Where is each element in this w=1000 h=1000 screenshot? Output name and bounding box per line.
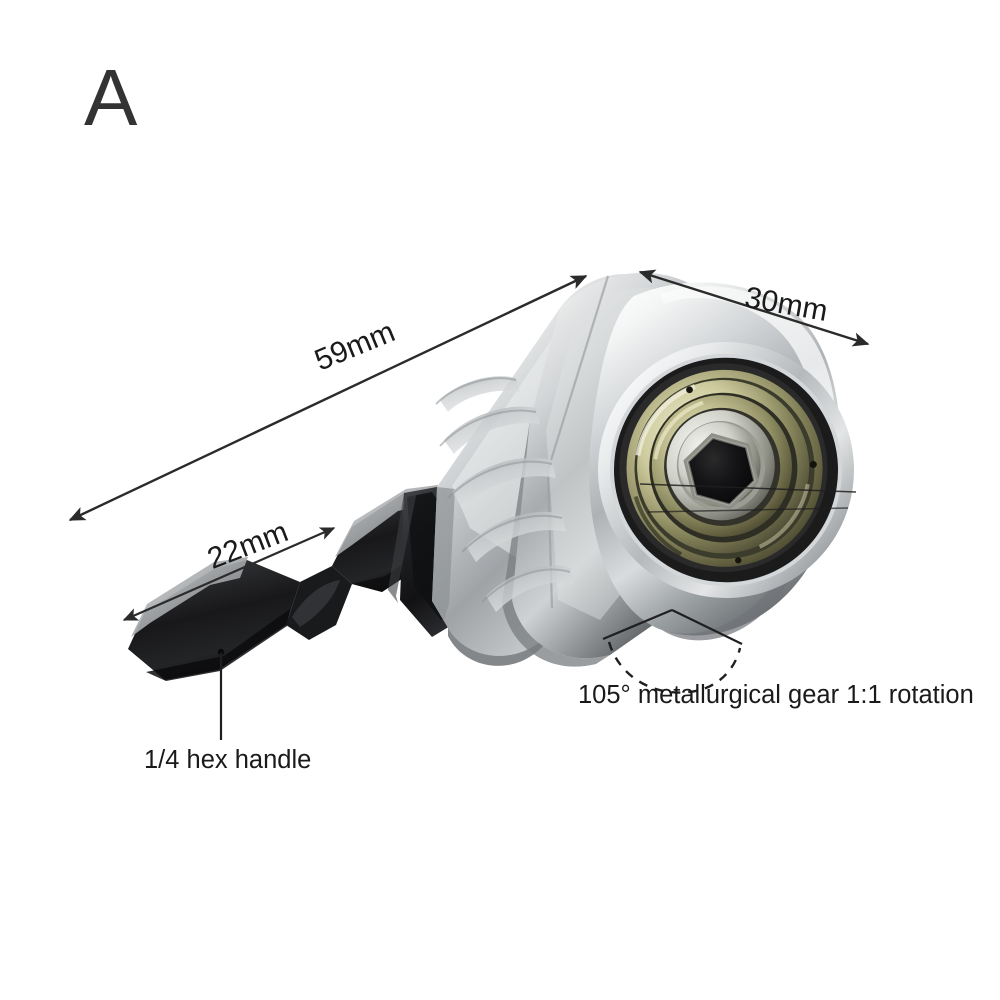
dimension-arrow-59mm [68, 274, 588, 522]
panel-letter: A [84, 53, 138, 142]
chuck-face [597, 341, 855, 599]
callout-label-hex-handle: 1/4 hex handle [144, 746, 312, 774]
dimension-arrow-30mm [638, 269, 870, 347]
dimension-arrows [68, 269, 870, 622]
callout-label-angle-rotation: 105° metallurgical gear 1:1 rotation [578, 681, 974, 709]
tool-illustration [128, 272, 857, 681]
angle-arc-indicator [602, 608, 743, 694]
dimension-arrow-22mm [122, 526, 336, 622]
chuck-reference-lines [639, 483, 857, 513]
